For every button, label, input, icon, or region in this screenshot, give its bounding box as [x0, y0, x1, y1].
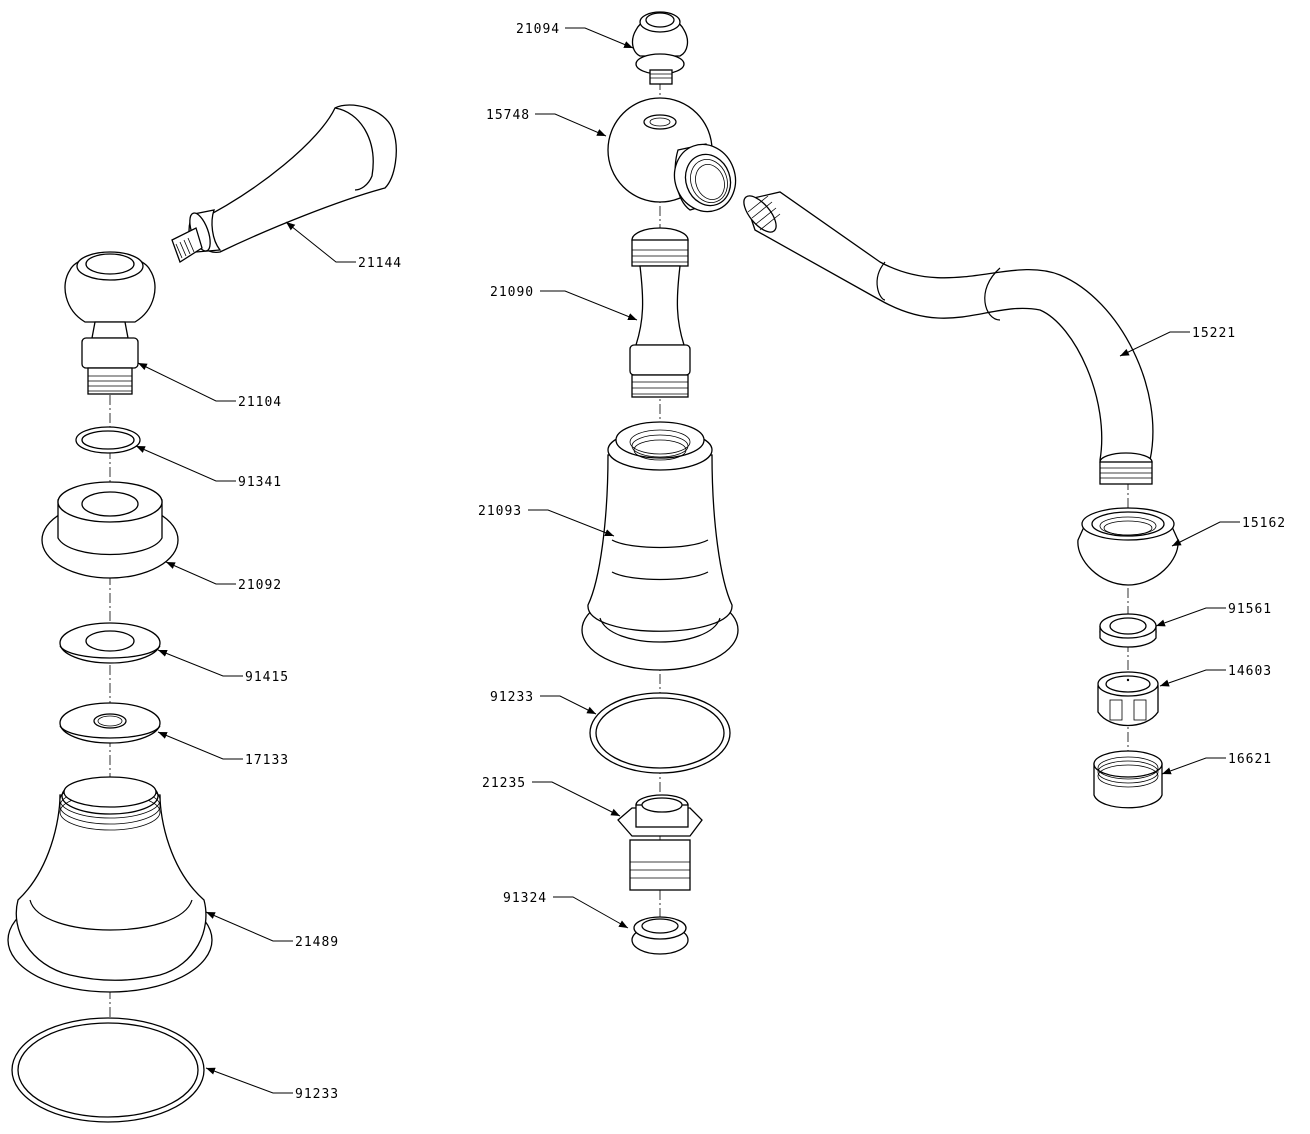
- callout-21092: 21092: [238, 578, 282, 593]
- part-91341-o-ring: [75, 426, 141, 454]
- callout-leaders: [135, 27, 1240, 1094]
- part-16621-aerator-cap: [1093, 750, 1163, 809]
- callout-21090: 21090: [490, 285, 534, 300]
- part-91233-base-gasket-left: [11, 1017, 205, 1123]
- callout-21094: 21094: [516, 22, 560, 37]
- part-91233-base-gasket-center: [589, 692, 731, 774]
- callout-91415: 91415: [245, 670, 289, 685]
- part-15221-spout-tube: [743, 191, 1154, 485]
- callout-91324: 91324: [503, 891, 547, 906]
- part-91324-o-ring: [631, 916, 689, 955]
- part-21235-shank-nut: [617, 794, 703, 891]
- part-21489-base: [7, 776, 213, 993]
- callout-91233-center: 91233: [490, 690, 534, 705]
- callout-21144: 21144: [358, 256, 402, 271]
- callout-21104: 21104: [238, 395, 282, 410]
- part-21092-escutcheon: [41, 481, 179, 579]
- callout-labels: 21094 15748 21144 21090 15221 21104 9134…: [238, 22, 1286, 1102]
- callout-21235: 21235: [482, 776, 526, 791]
- callout-15162: 15162: [1242, 516, 1286, 531]
- callout-17133: 17133: [245, 753, 289, 768]
- callout-14603: 14603: [1228, 664, 1272, 679]
- part-15162-aerator-housing: [1077, 507, 1179, 586]
- part-21090-riser: [629, 227, 691, 398]
- callout-15221: 15221: [1192, 326, 1236, 341]
- callout-91561: 91561: [1228, 602, 1272, 617]
- callout-21093: 21093: [478, 504, 522, 519]
- part-17133-nut-washer: [59, 702, 161, 744]
- part-21093-spout-base: [581, 421, 739, 671]
- callout-21489: 21489: [295, 935, 339, 950]
- part-14603-aerator-insert: [1097, 671, 1159, 726]
- callout-15748: 15748: [486, 108, 530, 123]
- part-91415-washer: [59, 622, 161, 664]
- callout-16621: 16621: [1228, 752, 1272, 767]
- part-21104-handle-adapter: [64, 251, 156, 395]
- part-21094-cap: [631, 11, 689, 85]
- part-15748-spout-hub: [607, 97, 737, 213]
- part-21144-lever-handle: [171, 104, 397, 263]
- part-91561-washer: [1099, 613, 1157, 648]
- callout-91233-left: 91233: [295, 1087, 339, 1102]
- callout-91341: 91341: [238, 475, 282, 490]
